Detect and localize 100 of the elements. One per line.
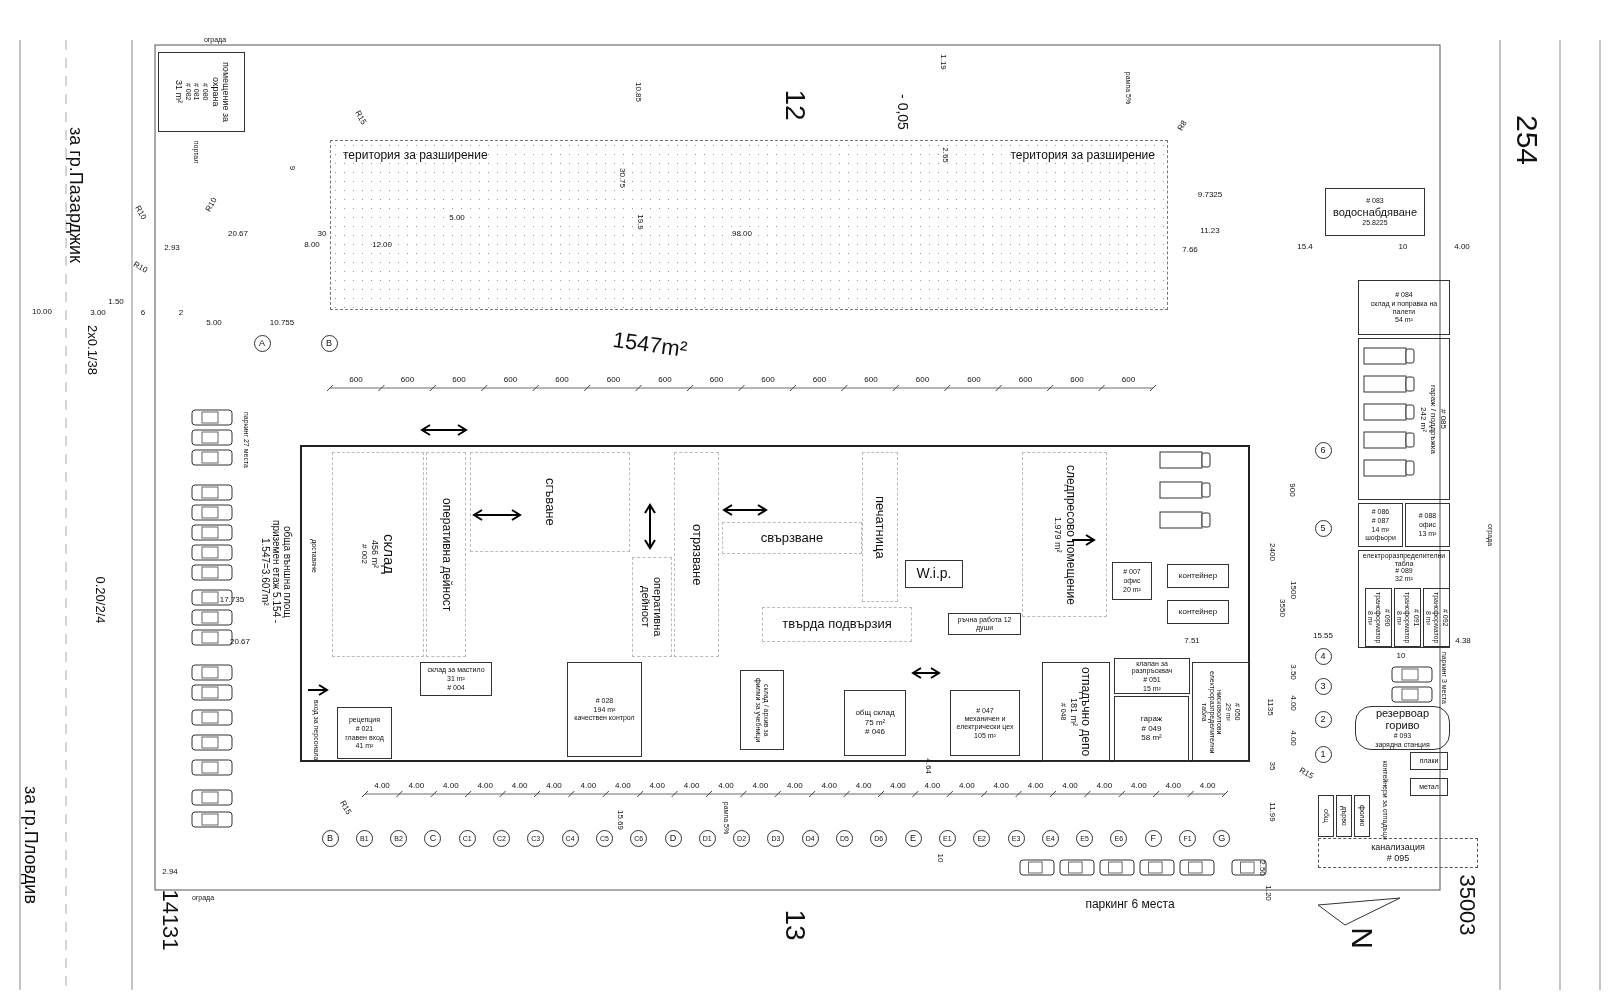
room [740,670,784,750]
grid-axis-bubble: 3 [1314,677,1332,695]
dimension-label: 600 [812,375,827,385]
dimension-label: 600 [761,375,775,385]
dimension-label: 4.00 [924,781,941,791]
dimension-label: 1500 [1288,581,1298,599]
grid-axis-bubble: F [1144,829,1162,847]
production-zone [862,452,898,602]
dimension-label: 4.00 [1288,695,1298,711]
radius-label: R15 [1297,766,1315,782]
room-label: # 049 [1141,724,1162,734]
container-box [1167,564,1229,588]
dimension-label: 4.00 [477,781,493,791]
dimension-label: 4.00 [1288,730,1298,746]
zone-label: отрязване [689,523,704,586]
dimension-label: 1135 [1265,698,1275,716]
dimension-label: 600 [606,375,621,385]
room [1114,658,1190,694]
dimension-label: 7.51 [1184,636,1200,646]
dimension-label: 4.00 [1454,242,1470,252]
room-label: 181 m² [1068,698,1079,726]
plot-number: 14131 [157,889,183,951]
dimension-label: 1.50 [108,297,124,307]
dimension-label: 4.00 [855,781,872,791]
dimension-label: 4.00 [718,781,734,791]
grid-axis-bubble: C [424,829,442,847]
dimension-label: 4.00 [1131,781,1147,791]
production-zone [722,522,862,554]
dimension-label: 10 [1396,651,1406,661]
zone-label: твърда подвързия [782,617,892,632]
waste-bin [1336,795,1352,837]
room [1394,588,1421,647]
dimension-label: 4.00 [443,781,459,791]
waste-bin [1410,778,1448,796]
dimension-label: 15.69 [615,810,625,830]
waste-bin [1318,795,1334,837]
dimension-label: 600 [864,375,878,385]
waste-bin [1354,795,1370,837]
room-label: # 046 [865,728,885,738]
dimension-label: 5.00 [449,213,465,223]
plot-number: 12 [779,89,811,121]
room-label: помещение за охрана [210,61,230,124]
room [1325,188,1425,236]
production-zone [1022,452,1107,617]
dimension-label: 900 [1287,483,1297,497]
waste-bin [1410,752,1448,770]
room [337,707,392,759]
production-zone [332,452,424,657]
room-label: гараж / поддръжка [1428,384,1438,454]
production-zone [674,452,719,657]
room [1192,662,1249,762]
dimension-label: 10.755 [269,318,295,328]
grid-axis-bubble: 5 [1314,519,1332,537]
dimension-label: 4.00 [993,781,1009,791]
dimension-label: 4.00 [615,781,631,791]
dimension-label: 600 [349,375,363,385]
road-direction-label: за гр.Пловдив [20,786,40,904]
dimension-label: 4.00 [1199,781,1216,791]
dimension-label: 5.00 [206,318,222,328]
dimension-label: 600 [555,375,569,385]
dimension-label: 4.00 [546,781,562,791]
garage-room [1358,338,1450,500]
grid-axis-bubble: 1 [1314,745,1332,763]
dimension-label: 600 [1018,375,1033,385]
room-label: 58 m² [1141,734,1162,744]
radius-label: R10 [131,260,149,276]
dimension-label: 10 [1398,242,1408,252]
dimension-label: 4.64 [923,758,933,774]
dimension-label: 3.50 [1288,664,1298,680]
production-zone [762,607,912,642]
grid-axis-bubble: 4 [1314,647,1332,665]
dimension-label: 30 [317,229,327,239]
room-label: територия за разширение [343,149,488,163]
dimension-label: 11.23 [1200,226,1220,236]
zone-label: 1.979 m² [1052,516,1063,553]
room-label: територия за разширение [1010,149,1155,163]
dimension-label: 4.00 [1165,781,1181,791]
dimension-label: 4.38 [1455,636,1471,646]
dimension-label: 600 [709,375,724,385]
grid-axis-bubble: E [904,829,922,847]
plot-number: 13 [779,909,811,941]
grid-axis-bubble: G [1213,829,1231,847]
north-label: N [1345,927,1379,949]
radius-label: R8 [1176,119,1190,133]
zone-label: следпресово помещение [1063,464,1077,605]
room-label: 242 m² [1418,406,1428,432]
room-label: резервоар гориво [1374,707,1431,732]
expansion-area [330,140,1168,310]
zone-label: свързване [760,530,824,546]
dimension-label: 19.9 [635,214,645,230]
container-box [1167,600,1229,624]
room-label: # 085 [1438,409,1447,429]
dimension-label: 2400 [1267,543,1277,561]
dimension-label: 12.00 [372,240,392,250]
production-zone [632,557,672,657]
room [950,690,1020,756]
dimension-label: 4.00 [821,781,837,791]
road-direction-label: за гр.Пазарджик [65,127,85,263]
dimension-label: 600 [1121,375,1136,385]
road-profile-label: 2x0.1/38 [84,325,100,375]
